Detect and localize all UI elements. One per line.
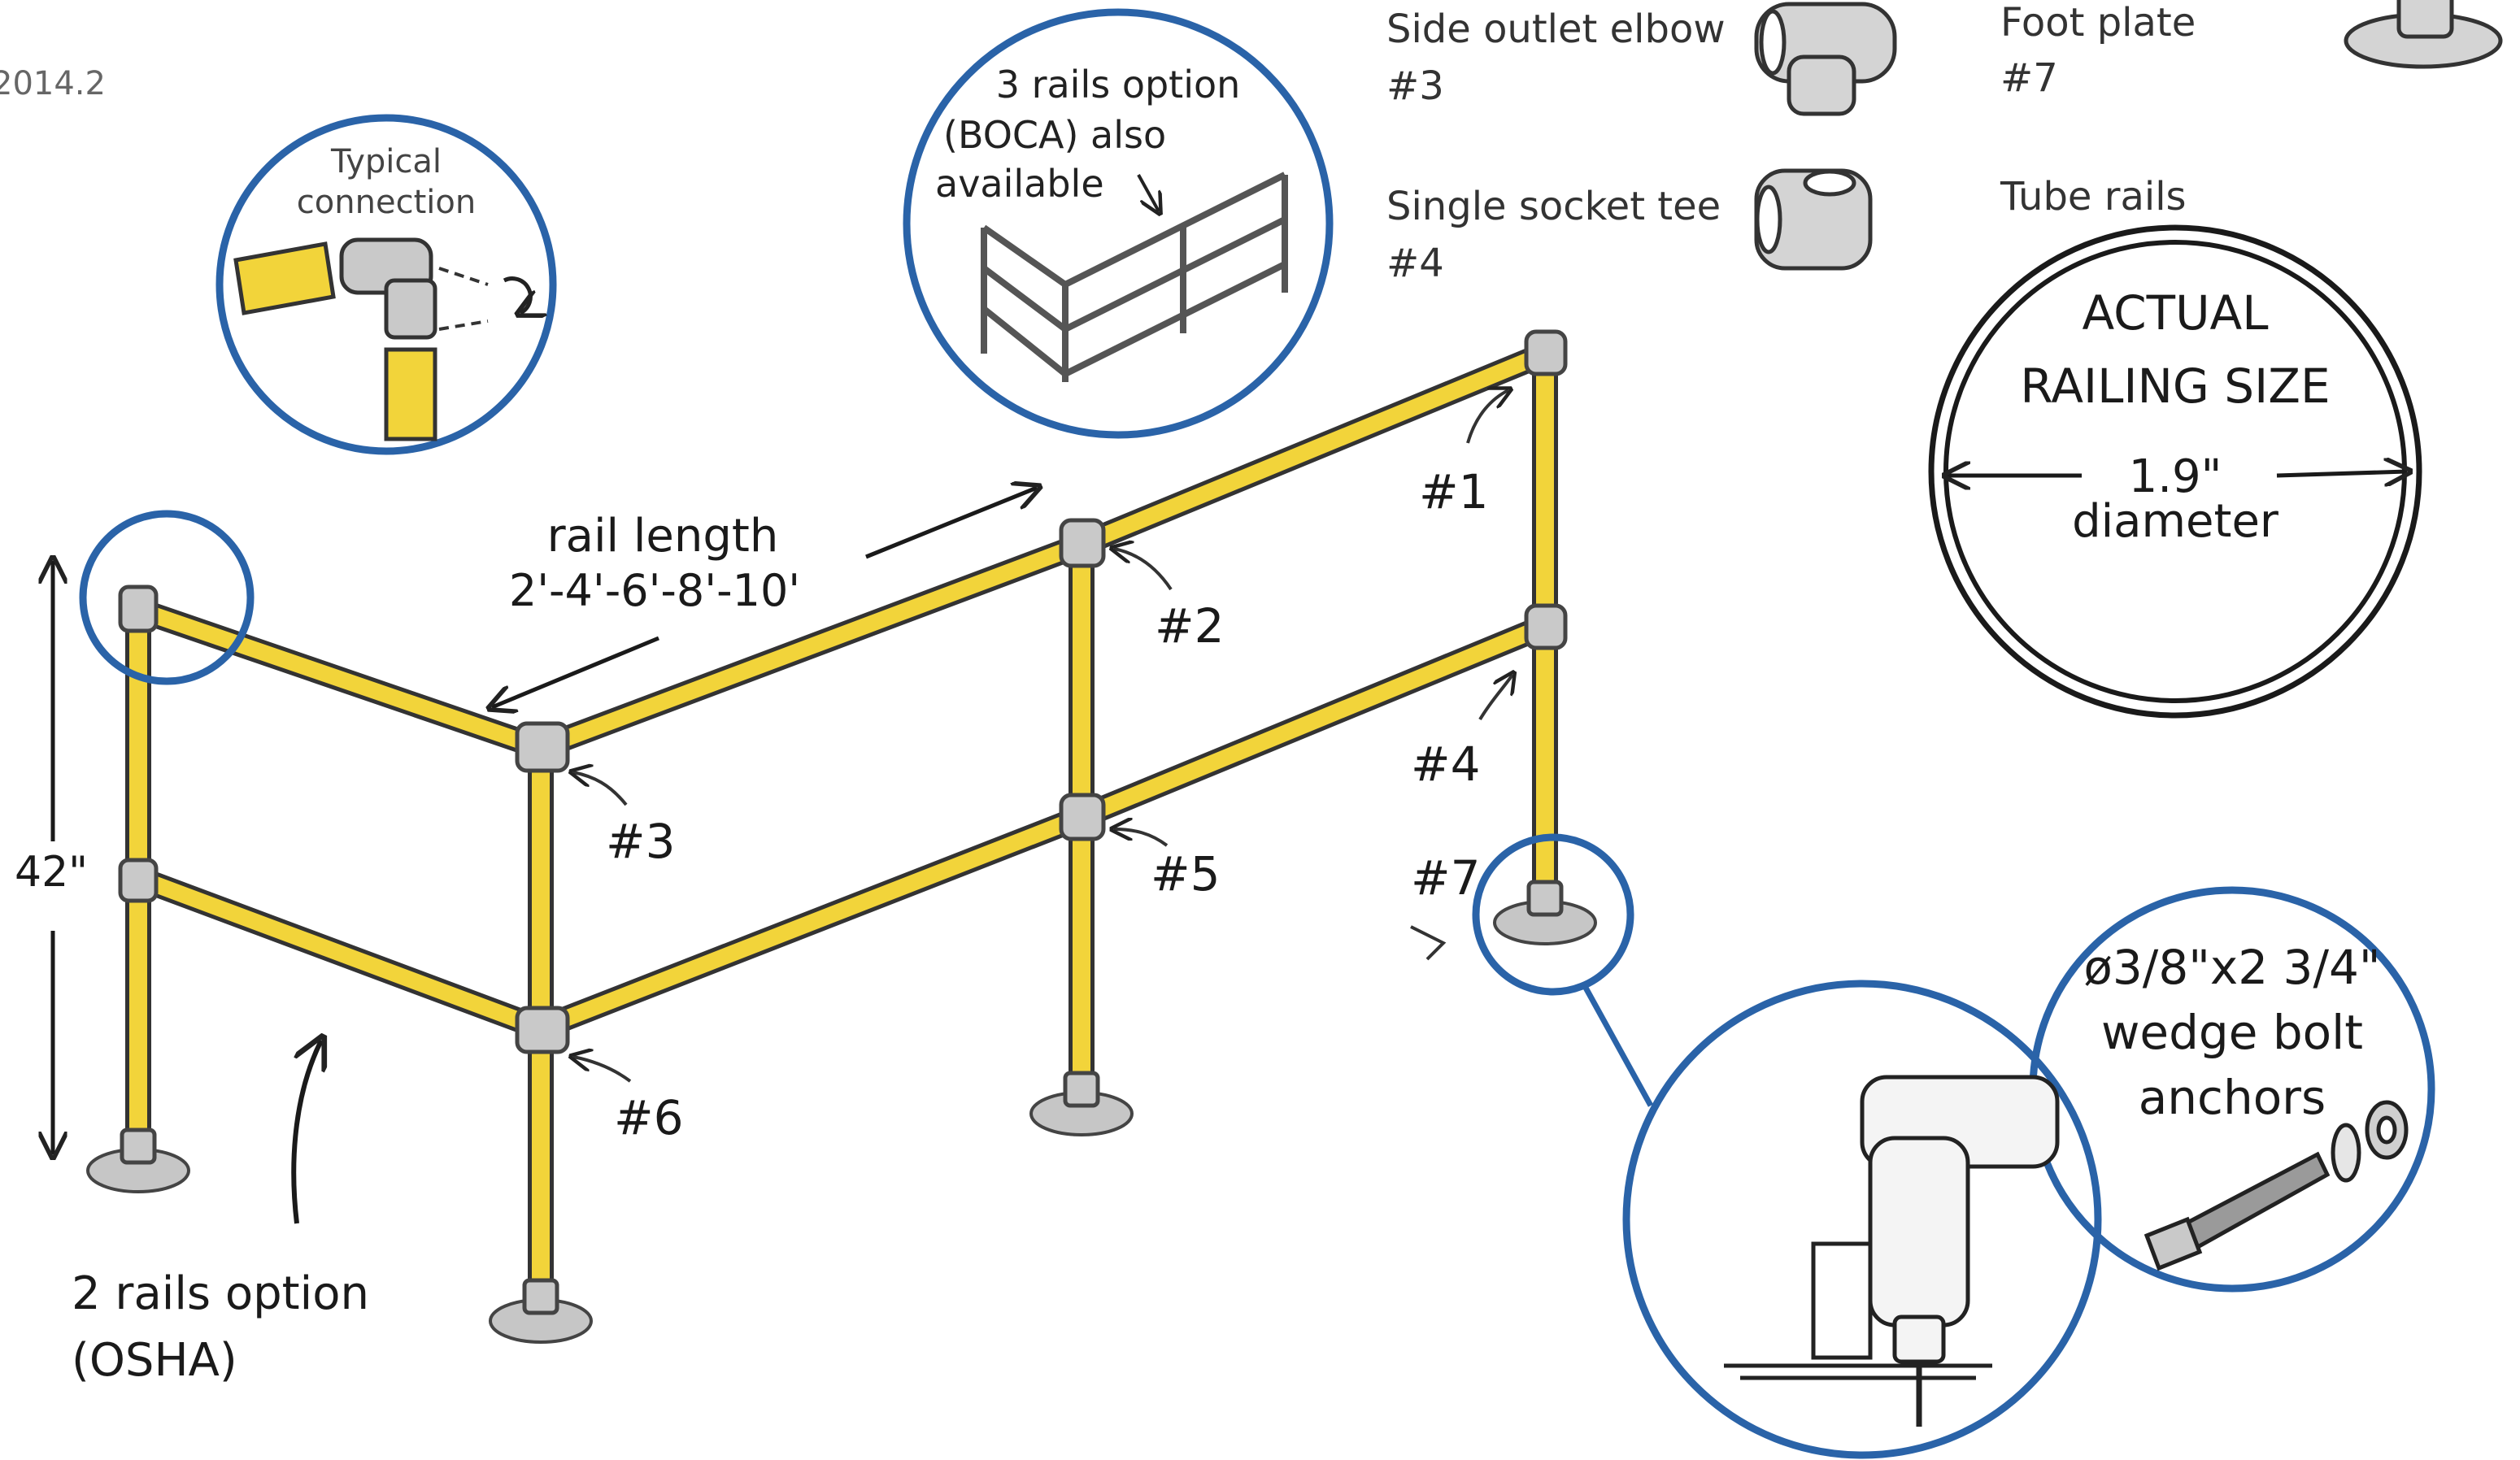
legend-single-socket-tee: Single socket tee [1386, 184, 1721, 229]
two-rails-label-2: (OSHA) [72, 1334, 237, 1387]
legend-single-socket-tee-code: #4 [1386, 241, 1444, 286]
typical-connection-label-2: connection [297, 184, 476, 221]
height-annotation: 42" [15, 561, 88, 1154]
anchor-label-1: ø3/8"x2 3/4" [2083, 940, 2380, 995]
anchor-detail: ø3/8"x2 3/4" wedge bolt anchors [1582, 886, 2435, 1459]
rail-length-label: rail length [547, 510, 779, 563]
drill-detail-circle [1622, 980, 2102, 1459]
railing-structure [86, 329, 1597, 1344]
legend-side-outlet-elbow: Side outlet elbow [1386, 7, 1726, 52]
anchor-label-3: anchors [2139, 1070, 2326, 1125]
callout-6: #6 [614, 1090, 684, 1145]
legend-foot-plate-code: #7 [2000, 55, 2058, 101]
callout-4: #4 [1411, 737, 1481, 792]
legend-side-outlet-elbow-code: #3 [1386, 63, 1444, 109]
parts-legend: Side outlet elbow #3 Foot plate #7 Singl… [1386, 0, 2503, 286]
side-outlet-elbow-icon [1754, 2, 1897, 116]
concrete-base [1724, 1241, 1992, 1380]
actual-size-unit: diameter [2072, 495, 2279, 548]
three-rails-inset: 3 rails option (BOCA) also available [903, 8, 1334, 439]
three-rails-label-2: (BOCA) also [943, 113, 1166, 157]
typical-connection-label-1: Typical [330, 143, 442, 180]
foot-plate-icon [2344, 0, 2503, 69]
actual-railing-size: ACTUAL RAILING SIZE 1.9" diameter [1928, 224, 2422, 719]
two-rails-label-1: 2 rails option [72, 1267, 369, 1320]
legend-foot-plate: Foot plate [2000, 0, 2196, 46]
three-rails-label-3: available [935, 162, 1104, 206]
callout-1: #1 [1419, 464, 1489, 519]
actual-size-line-2: RAILING SIZE [2020, 358, 2330, 414]
callout-7: #7 [1411, 850, 1481, 906]
typical-connection-inset: Typical connection [215, 114, 557, 455]
single-socket-tee-icon [1754, 168, 1873, 271]
two-rails-annotation: 2 rails option (OSHA) [72, 1041, 369, 1387]
rail-length-annotation: rail length 2'-4'-6'-8'-10' [492, 488, 1037, 707]
drill-icon [1860, 1075, 2060, 1427]
height-label: 42" [15, 848, 88, 897]
part-callouts: #1 #2 #3 #4 #5 #6 #7 [573, 390, 1512, 1145]
highlight-circle-foot-plate [1472, 833, 1634, 996]
wedge-bolt-icon [2144, 1100, 2409, 1271]
callout-5: #5 [1151, 846, 1221, 902]
legend-tube-rails: Tube rails [2000, 174, 2187, 219]
three-rails-label-1: 3 rails option [996, 63, 1241, 106]
rail-length-values: 2'-4'-6'-8'-10' [509, 565, 800, 616]
callout-2: #2 [1155, 598, 1225, 654]
actual-size-line-1: ACTUAL [2082, 285, 2268, 341]
anchor-label-2: wedge bolt [2101, 1005, 2363, 1060]
highlight-circle-top-elbow [79, 510, 255, 685]
callout-3: #3 [606, 814, 676, 869]
version-label: 2014.2 [0, 65, 106, 102]
actual-size-value: 1.9" [2129, 450, 2222, 503]
